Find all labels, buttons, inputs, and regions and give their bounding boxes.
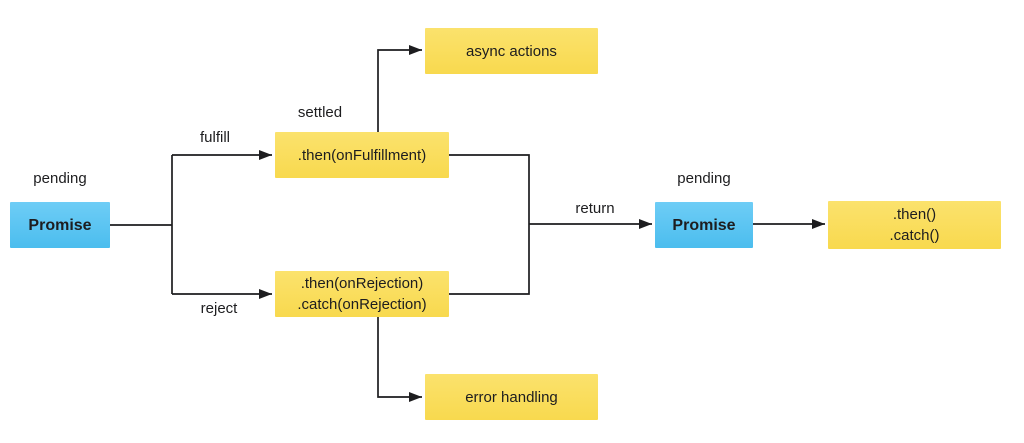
return-label: return <box>575 200 615 217</box>
then-onfulfillment-node: .then(onFulfillment) <box>275 132 449 178</box>
pending-label-right: pending <box>677 170 731 187</box>
pending-label-left: pending <box>33 170 87 187</box>
promise-node-right-label: Promise <box>672 216 736 234</box>
then-onrejection-label: .then(onRejection) <box>300 275 424 292</box>
async-actions-label: async actions <box>466 42 557 60</box>
edge-merge-bracket <box>449 154 530 295</box>
async-actions-node: async actions <box>425 28 598 74</box>
then-catch-node: .then() .catch() <box>828 201 1001 249</box>
edge-to-async-actions <box>377 45 422 132</box>
error-handling-label: error handling <box>465 388 558 406</box>
reject-label: reject <box>200 300 238 317</box>
then-onfulfillment-label: .then(onFulfillment) <box>297 146 427 164</box>
then-catch-onrejection-node: .then(onRejection) .catch(onRejection) <box>275 271 449 317</box>
edge-to-error-handling <box>377 317 422 402</box>
fulfill-label: fulfill <box>199 129 230 146</box>
catch-onrejection-label: .catch(onRejection) <box>297 296 427 313</box>
settled-label: settled <box>297 104 343 121</box>
then-label: .then() <box>892 206 937 223</box>
error-handling-node: error handling <box>425 374 598 420</box>
promise-node-left: Promise <box>10 202 110 248</box>
catch-label: .catch() <box>889 227 940 244</box>
promise-node-right: Promise <box>655 202 753 248</box>
promise-node-left-label: Promise <box>28 216 92 234</box>
